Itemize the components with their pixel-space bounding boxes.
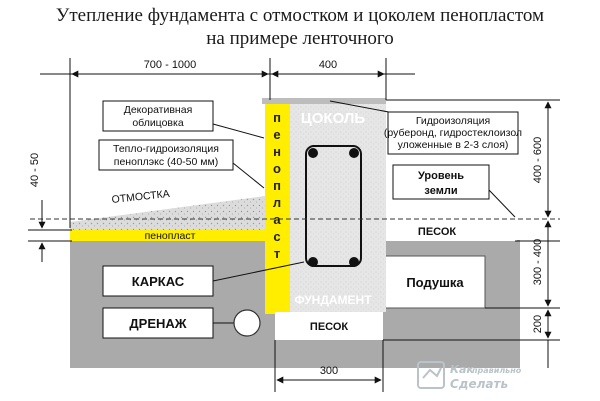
foam-vertical-letter: н	[273, 144, 281, 159]
blind-area	[70, 196, 265, 230]
drainage-label-box	[102, 307, 214, 339]
ground-level-label-box	[392, 164, 490, 200]
rebar-cage	[305, 145, 362, 267]
foam-vertical-letter: е	[273, 127, 280, 142]
foam-horizontal	[70, 230, 280, 241]
foam-vertical-label: п е н о п л а с т	[273, 110, 282, 261]
watermark: Как правильно Сделать	[417, 361, 522, 391]
cushion-label: Подушка	[406, 275, 464, 290]
cladding-leader	[212, 123, 265, 139]
sand-right-label: ПЕСОК	[418, 226, 456, 238]
ground-level-label-line-2: земли	[424, 185, 457, 197]
dim-right-lower-label: 200	[532, 315, 544, 333]
waterproof-label-line-2: (руберонд, гидростеклоизол	[384, 127, 522, 139]
dim-top-left-label: 700 - 1000	[144, 59, 197, 71]
dim-right-middle-label: 300 - 400	[532, 239, 544, 285]
plinth-cap	[262, 98, 386, 104]
insulation-leader	[232, 162, 265, 189]
waterproof-label-box	[387, 111, 519, 155]
frame-label-box	[102, 265, 214, 297]
watermark-logo-mark	[422, 367, 442, 379]
ground-level-label-line-1: Уровень	[418, 170, 464, 182]
watermark-line-2: правильно	[472, 366, 522, 375]
insulation-label-line-1: Тепло-гидроизоляция	[113, 143, 219, 155]
foam-vertical-letter: о	[273, 161, 281, 176]
rebar-bottom-left	[308, 257, 318, 267]
frame-label: КАРКАС	[132, 274, 185, 289]
foam-vertical-letter: п	[273, 110, 281, 125]
insulation-label-line-2: пеноплэкс (40-50 мм)	[114, 156, 218, 168]
foam-vertical-letter: п	[273, 178, 281, 193]
watermark-line-3: Сделать	[450, 377, 508, 391]
foam-vertical-letter: л	[273, 195, 281, 210]
title-line-2: на примере ленточного	[206, 28, 394, 49]
waterproof-label-line-3: уложенные в 2-3 слоя)	[398, 139, 509, 151]
plinth-label: ЦОКОЛЬ	[301, 110, 366, 127]
rebar-bottom-right	[349, 257, 359, 267]
sand-right-area	[385, 219, 517, 241]
dim-left-label: 40 - 50	[29, 153, 41, 187]
dim-top-right-label: 400	[319, 59, 337, 71]
dim-bottom-label: 300	[320, 365, 338, 377]
sand-bottom-label: ПЕСОК	[310, 321, 348, 333]
cladding-label-line-1: Декоративная	[124, 104, 193, 116]
watermark-logo-icon	[417, 361, 445, 389]
drainage-pipe	[233, 309, 261, 337]
ground-level-leader	[488, 189, 516, 218]
rebar-top-left	[308, 148, 318, 158]
foam-vertical-letter: а	[273, 212, 281, 227]
sand-bottom-area	[275, 312, 383, 340]
foundation-label: ФУНДАМЕНТ	[294, 293, 372, 307]
foam-vertical	[265, 104, 290, 314]
cushion-box	[384, 255, 486, 309]
foam-vertical-letter: т	[274, 246, 280, 261]
waterproof-label-line-1: Гидроизоляция	[416, 115, 490, 127]
foam-horizontal-label: пенопласт	[145, 230, 196, 242]
foam-vertical-letter: с	[273, 229, 280, 244]
title-line-1: Утепление фундамента с отмостком и цокол…	[56, 5, 544, 26]
frame-leader	[212, 261, 305, 282]
rebar-top-right	[349, 148, 359, 158]
foundation-body	[290, 100, 386, 312]
blind-area-label: ОТМОСТКА	[111, 188, 170, 206]
dim-right-upper-label: 400 - 600	[532, 137, 544, 183]
cladding-label-line-2: облицовка	[132, 117, 184, 129]
insulation-label-box	[98, 139, 234, 171]
drainage-label: ДРЕНАЖ	[129, 316, 186, 331]
watermark-line-1: Как	[450, 363, 474, 376]
cladding-label-box	[102, 100, 214, 132]
